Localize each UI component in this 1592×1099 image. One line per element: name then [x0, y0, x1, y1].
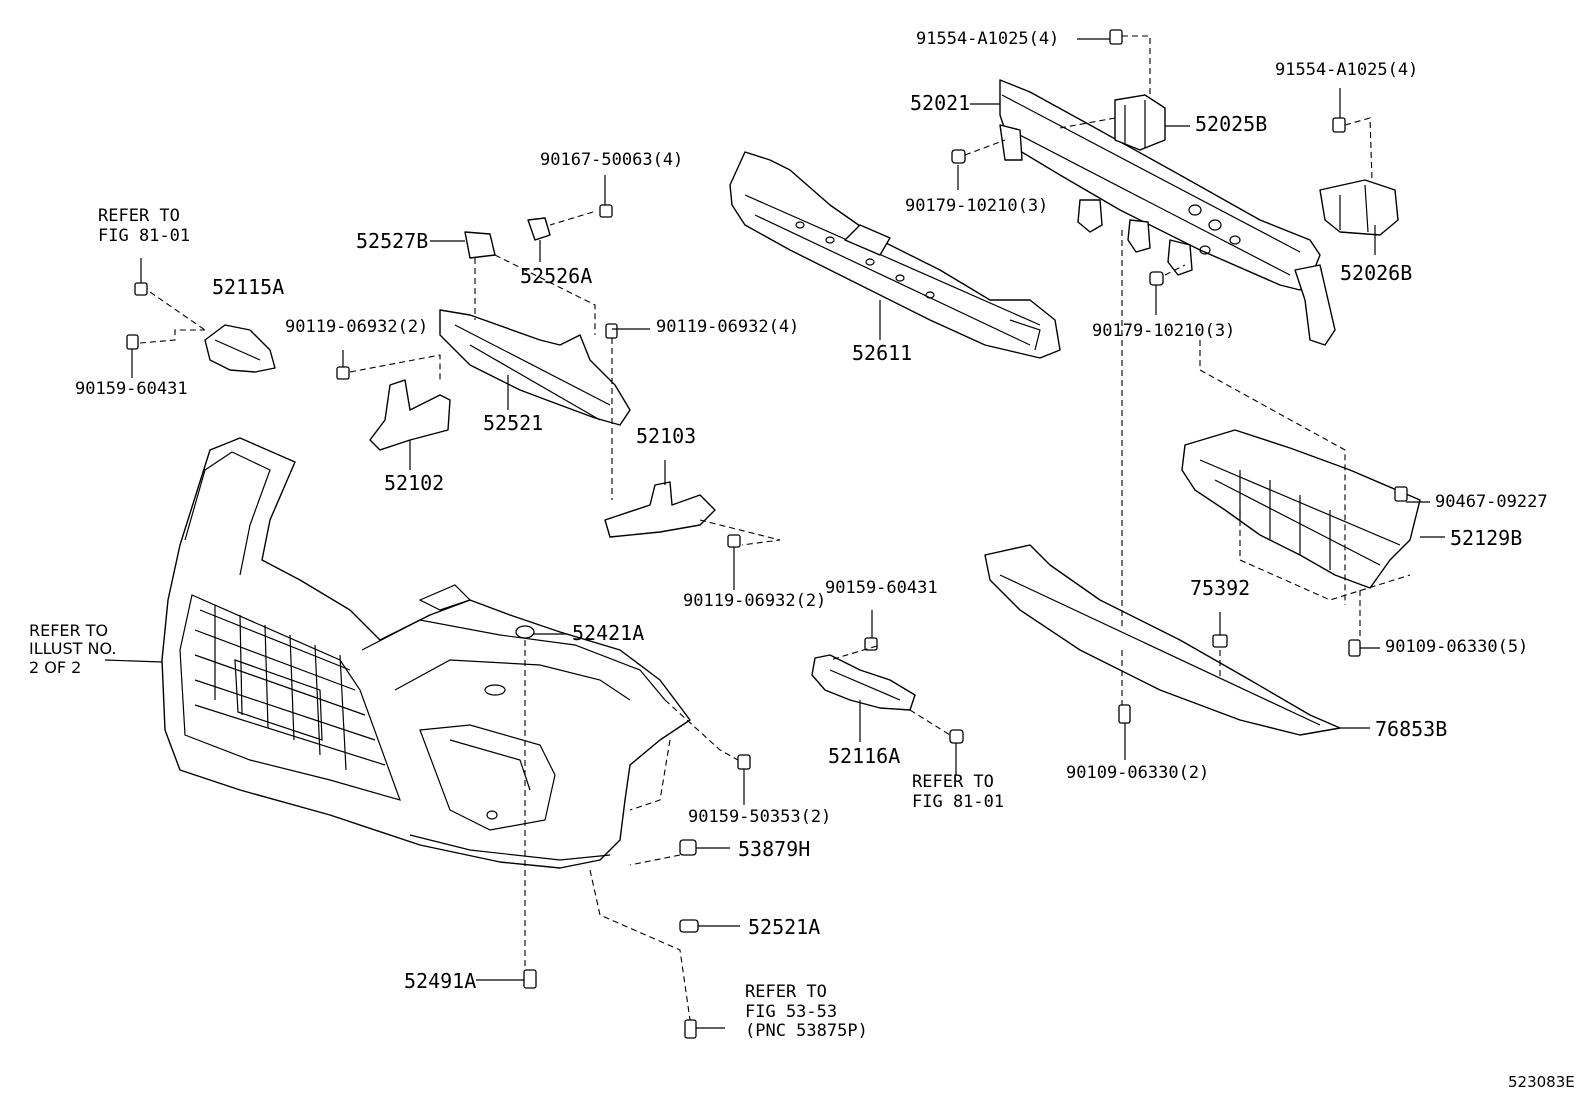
part-label-90167-50063: 90167-50063(4) [540, 150, 684, 170]
part-label-90179-10210-b: 90179-10210(3) [1092, 321, 1236, 341]
note-refer-fig-81-01-left: REFER TO FIG 81-01 [98, 206, 191, 246]
fastener-shapes [126, 29, 1408, 1039]
lower-spoiler-drawing [984, 544, 1341, 736]
part-label-52526a: 52526A [520, 264, 593, 288]
bracket-52115a-drawing [204, 324, 276, 373]
part-label-90109-06330-5: 90109-06330(5) [1385, 637, 1529, 657]
figure-id: 523083E [1508, 1073, 1575, 1091]
bracket-52102-drawing [369, 379, 451, 451]
part-label-52026b: 52026B [1340, 261, 1413, 285]
part-label-91554-a1025-top: 91554-A1025(4) [916, 29, 1060, 49]
part-label-90109-06330-2: 90109-06330(2) [1066, 763, 1210, 783]
dashed-assembly-lines [139, 35, 1411, 1021]
part-label-75392: 75392 [1190, 576, 1251, 600]
part-label-90119-06932-4: 90119-06932(4) [656, 317, 800, 337]
part-label-52021: 52021 [910, 91, 971, 115]
part-label-91554-a1025-right: 91554-A1025(4) [1275, 60, 1419, 80]
part-label-53879h: 53879H [738, 837, 811, 861]
part-label-76853b: 76853B [1375, 717, 1448, 741]
part-label-90159-50353: 90159-50353(2) [688, 807, 832, 827]
part-label-52129b: 52129B [1450, 526, 1523, 550]
part-label-52102: 52102 [384, 471, 445, 495]
bracket-52103-drawing [604, 481, 716, 538]
undercover-drawing [1181, 429, 1421, 589]
bumper-cover-drawing [161, 437, 691, 869]
part-label-52115a: 52115A [212, 275, 285, 299]
part-label-52491a: 52491A [404, 969, 477, 993]
part-label-52116a: 52116A [828, 744, 901, 768]
leader-lines [104, 38, 1445, 1029]
retainer-52521-drawing [439, 309, 631, 426]
part-label-90119-06932-2a: 90119-06932(2) [285, 317, 429, 337]
part-label-52611: 52611 [852, 341, 913, 365]
bracket-52116a-drawing [811, 654, 916, 711]
part-label-52421a: 52421A [572, 621, 645, 645]
bracket-52527b-drawing [464, 231, 496, 259]
part-label-52025b: 52025B [1195, 112, 1268, 136]
part-label-52103: 52103 [636, 424, 697, 448]
part-label-52521a: 52521A [748, 915, 821, 939]
part-label-90179-10210-a: 90179-10210(3) [905, 196, 1049, 216]
absorber-drawing [729, 151, 1061, 359]
note-refer-illust: REFER TO ILLUST NO. 2 OF 2 [29, 621, 117, 677]
clip-52526a-drawing [527, 217, 551, 241]
note-refer-fig-81-01-mid: REFER TO FIG 81-01 [912, 772, 1005, 812]
part-label-90159-60431-b: 90159-60431 [825, 578, 938, 598]
part-label-52521: 52521 [483, 411, 544, 435]
part-label-52527b: 52527B [356, 229, 429, 253]
part-label-90159-60431-a: 90159-60431 [75, 379, 188, 399]
reinforcement-drawing [999, 79, 1336, 346]
note-refer-fig-53-53: REFER TO FIG 53-53 (PNC 53875P) [745, 982, 868, 1042]
part-label-90467-09227: 90467-09227 [1435, 492, 1548, 512]
bracket-52026b-drawing [1319, 179, 1399, 236]
bracket-52025b-drawing [1114, 94, 1166, 151]
part-label-90119-06932-2b: 90119-06932(2) [683, 591, 827, 611]
